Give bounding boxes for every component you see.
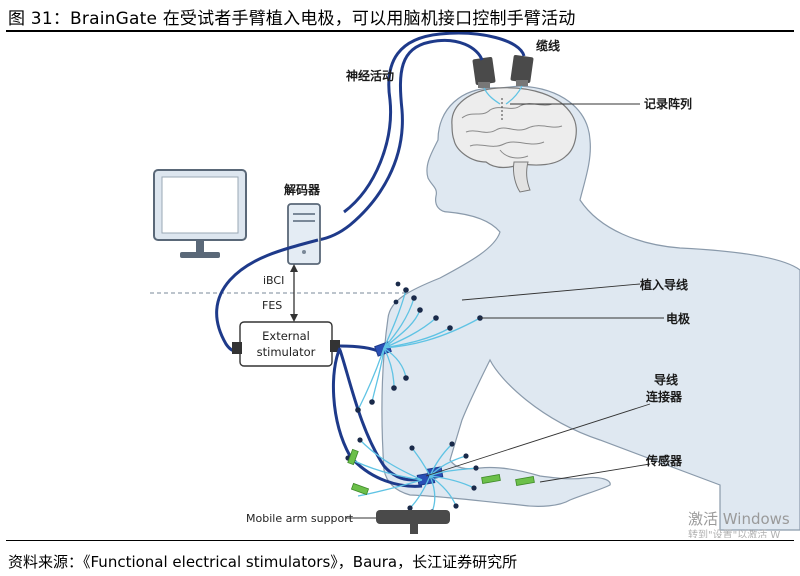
mobile-arm-support <box>376 510 450 534</box>
label-fes: FES <box>262 299 282 312</box>
title-rule <box>6 30 794 32</box>
label-external-stimulator-line1: External <box>262 329 310 343</box>
watermark-line1: 激活 Windows <box>688 510 790 528</box>
label-ibci: iBCI <box>263 274 284 287</box>
cable-decoder-to-stimulator <box>215 238 319 354</box>
label-lead-connector-line2: 连接器 <box>646 389 683 404</box>
label-lead-connector-line1: 导线 <box>654 372 678 387</box>
brain <box>451 87 577 169</box>
label-mobile-arm-support: Mobile arm support <box>246 512 354 525</box>
brain-folds <box>461 103 563 159</box>
cable-loop <box>343 32 526 214</box>
decoder-tower-icon <box>287 203 321 265</box>
label-cable: 缆线 <box>536 38 560 53</box>
watermark-line2: 转到"设置"以激活 W <box>688 528 780 538</box>
figure-title: 图 31：BrainGate 在受试者手臂植入电极，可以用脑机接口控制手臂活动 <box>8 9 576 29</box>
braingate-diagram: 缆线 神经活动 记录阵列 解码器 iBCI FES External stimu… <box>150 32 800 538</box>
label-neural-activity: 神经活动 <box>346 68 394 83</box>
recording-array-leads <box>483 85 523 105</box>
label-recording-array: 记录阵列 <box>644 96 692 111</box>
brainstem <box>513 161 531 193</box>
body-silhouette <box>381 85 800 531</box>
implanted-leads-forearm <box>347 439 477 513</box>
source-rule <box>6 540 794 541</box>
label-electrode: 电极 <box>666 311 691 326</box>
external-stimulator <box>232 321 340 367</box>
leader-lines <box>346 103 664 519</box>
ibci-fes-arrow <box>290 264 298 322</box>
implanted-leads-upper <box>357 289 481 411</box>
sensors <box>347 448 535 496</box>
monitor-icon <box>153 169 247 258</box>
figure-source: 资料来源：《Functional electrical stimulators》… <box>8 553 518 571</box>
label-decoder: 解码器 <box>284 182 321 197</box>
label-sensor: 传感器 <box>645 453 683 468</box>
head-connector-left <box>472 56 496 88</box>
label-implanted-lead: 植入导线 <box>639 277 688 292</box>
cable-to-decoder <box>317 38 484 242</box>
label-external-stimulator-line2: stimulator <box>257 345 316 359</box>
electrodes-upper <box>355 281 483 413</box>
head-connector-right <box>510 54 534 86</box>
